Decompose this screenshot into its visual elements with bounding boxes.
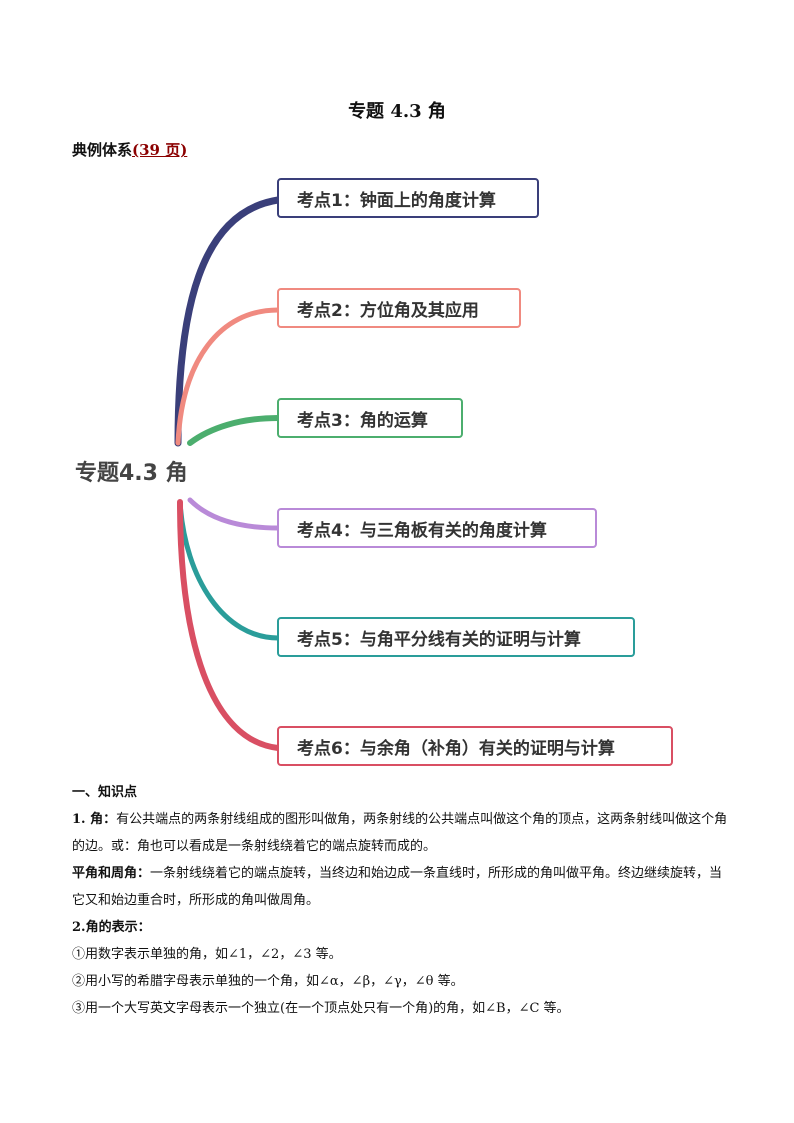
branch-5: [177, 499, 281, 641]
subtitle-label: 典例体系: [72, 141, 133, 159]
mindmap-node-3: 考点3：角的运算: [277, 398, 463, 438]
branch-4: [187, 497, 281, 531]
paragraph-straight-full-angle: 平角和周角：一条射线绕着它的端点旋转，当终边和始边成一条直线时，所形成的角叫做平…: [72, 860, 728, 914]
notation-item-2: ②用小写的希腊字母表示单独的一个角，如∠α，∠β，∠γ，∠θ 等。: [72, 974, 464, 989]
notation-item-1: ①用数字表示单独的角，如∠1，∠2，∠3 等。: [72, 947, 342, 962]
mindmap-branches: [174, 196, 282, 751]
branch-3: [187, 415, 281, 446]
text-straight-full-angle: 一条射线绕着它的端点旋转，当终边和始边成一条直线时，所形成的角叫做平角。终边继续…: [72, 866, 723, 908]
section-heading: 一、知识点: [72, 785, 138, 800]
notation-item-3: ③用一个大写英文字母表示一个独立(在一个顶点处只有一个角)的角，如∠B，∠C 等…: [72, 1001, 570, 1016]
mindmap-node-1: 考点1：钟面上的角度计算: [277, 178, 539, 218]
branch-2: [175, 307, 281, 446]
mindmap-node-6: 考点6：与余角（补角）有关的证明与计算: [277, 726, 673, 766]
term-straight-full-angle: 平角和周角：: [72, 866, 151, 881]
page-title: 专题 4.3 角: [348, 101, 446, 122]
text-angle: 有公共端点的两条射线组成的图形叫做角，两条射线的公共端点叫做这个角的顶点，这两条…: [72, 812, 728, 854]
paragraph-angle: 1. 角：有公共端点的两条射线组成的图形叫做角，两条射线的公共端点叫做这个角的顶…: [72, 806, 728, 860]
branch-1: [174, 196, 282, 447]
knowledge-section: 一、知识点 1. 角：有公共端点的两条射线组成的图形叫做角，两条射线的公共端点叫…: [72, 779, 728, 1022]
term-angle-notation: 2.角的表示：: [72, 920, 151, 935]
mindmap-node-4: 考点4：与三角板有关的角度计算: [277, 508, 597, 548]
page-link[interactable]: (39 页): [132, 141, 188, 159]
mindmap-node-5: 考点5：与角平分线有关的证明与计算: [277, 617, 635, 657]
mindmap-node-2: 考点2：方位角及其应用: [277, 288, 521, 328]
term-angle: 1. 角：: [72, 812, 117, 827]
subtitle: 典例体系(39 页): [72, 139, 187, 160]
branch-6: [177, 499, 281, 751]
mindmap-root: 专题4.3 角: [75, 461, 188, 486]
